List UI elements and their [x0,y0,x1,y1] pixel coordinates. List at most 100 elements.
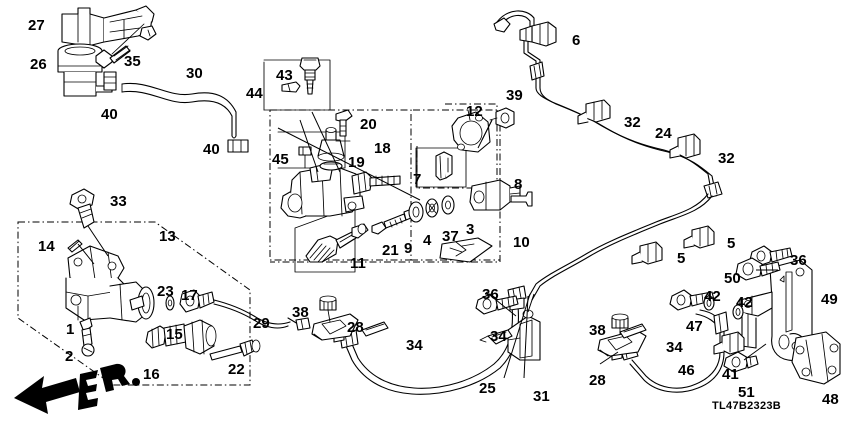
pedal-pad-48 [791,331,841,385]
callout-circlip: 4 [423,232,432,249]
callout-stopper-bolt: 20 [360,116,377,133]
callout-hose-clip: 6 [572,32,581,49]
group-box-bleeder43 [263,59,331,111]
union-bolt-17 [179,289,215,313]
flange-bolt-36-pedal [749,245,793,267]
callout-pipe-clip-b: 5 [727,235,736,252]
washer-23 [165,295,175,311]
rod-joint-3 [469,179,521,211]
front-direction-arrow [14,363,140,414]
callout-grommet-nut-right: 38 [589,322,606,339]
group-box-retainer7 [415,147,467,188]
washer-9 [408,201,424,223]
self-locking-nut-39 [477,107,515,149]
callout-clutch-pipe-b: 29 [253,315,270,332]
hose-clamp-40-upper [103,71,117,91]
callout-bleeder-screw: 1 [66,321,75,338]
circlip-4 [425,198,439,218]
pipe-clamp-32-b [669,133,701,159]
callout-pin-clip: 45 [272,151,289,168]
callout-flange-bolt-slave: 33 [110,193,127,210]
callout-pedal-bracket: 49 [821,291,838,308]
grommet-nut-38-left [319,295,337,323]
callout-piston-kit: 11 [350,255,366,272]
cotter-pin-34-left [361,321,389,337]
part-number: TL47B2323B [712,400,782,412]
grommet-nut-38-right [611,313,629,341]
callout-washer-slave: 23 [157,283,174,300]
hose-clip-6 [519,21,557,47]
reservoir-hose-30 [121,82,237,139]
washer-42-a [703,295,715,311]
callout-push-rod-boot: 19 [348,154,365,171]
callout-flange-bolt-hose: 36 [482,286,499,303]
callout-retainer-clip: 7 [413,171,422,188]
pipe-clip-5-b [683,225,715,249]
callout-union-bolt: 17 [181,287,198,304]
callout-bleeder-cap: 44 [246,85,263,102]
callout-slave-boot: 16 [143,366,160,383]
callout-master-cylinder-set: 10 [513,234,530,251]
callout-clutch-pipe: 24 [655,125,672,142]
hose-bracket-28-left [311,313,359,341]
callout-cotter-pin-left: 34 [406,337,423,354]
callout-hose-clamp-upper: 40 [101,106,118,123]
callout-slave-piston: 15 [166,326,183,343]
callout-pin: 8 [514,176,523,193]
callout-hose-stay-bracket: 31 [533,388,550,405]
callout-hose-bracket-right: 28 [589,372,606,389]
pin-clip-45 [298,146,312,169]
callout-bleeder-cap-slave: 2 [65,348,74,365]
callout-washer-bolt: 50 [724,270,741,287]
callout-clutch-hose: 25 [479,380,496,397]
callout-washer-plate: 9 [404,240,413,257]
cotter-pin-34-right [619,323,647,339]
callout-flange-bolt: 35 [124,53,141,70]
clutch-pipe-29 [213,299,291,329]
callout-pipe-clamp-b: 32 [718,150,735,167]
bleeder-cap-2 [81,343,95,357]
callout-rod-joint: 3 [466,221,475,238]
pin-8 [510,191,533,207]
callout-self-locking-nut: 39 [506,87,523,104]
callout-hose-bracket-left: 28 [347,319,364,336]
slave-boot-16 [183,319,217,355]
reservoir-bracket-clip-27 [61,5,157,47]
bleeder-tube-14 [67,239,95,265]
push-rod-slave-22 [209,339,261,361]
callout-pipe-clamp-a: 32 [624,114,641,131]
callout-flange-bolt-pedal: 36 [790,252,807,269]
piston-kit-11 [305,223,369,263]
washer-bolt-50 [735,257,781,281]
stopper-bolt-20 [335,109,353,137]
callout-washer: 37 [442,228,459,245]
packet-10 [439,237,493,263]
callout-clevis-pin: 18 [374,140,391,157]
callout-grommet-nut-left: 38 [292,304,309,321]
washer-42-b [732,304,744,320]
washer-37 [441,195,455,215]
callout-pedal-pad-assembly: 48 [822,391,839,408]
master-cylinder-body [280,163,401,219]
callout-bleeder-tube: 14 [38,238,55,255]
pipe-clamp-32-a [577,99,611,125]
callout-cotter-pin-center: 34 [490,328,507,345]
group-box-slave-cylinder [17,221,251,386]
callout-cotter-pin-right: 34 [666,339,683,356]
pipe-end-left [287,317,311,331]
callout-clutch-switch-harness: 46 [678,362,695,379]
hose-stay-bracket-31 [507,309,541,361]
flange-bolt-33 [69,188,109,257]
nut-51 [723,343,767,373]
callout-reservoir-bracket-clip: 27 [28,17,45,34]
pipe-connector-misc [129,295,145,311]
clutch-pipe-lower-route [527,193,713,301]
callout-washer-b: 42 [736,294,753,311]
callout-harness-clip: 41 [722,366,739,383]
callout-pivot-bolt: 47 [686,318,703,335]
callout-pipe-clip-a: 5 [677,250,686,267]
hose-clamp-40-lower [227,139,249,153]
cotter-pin-34-center [479,329,513,345]
